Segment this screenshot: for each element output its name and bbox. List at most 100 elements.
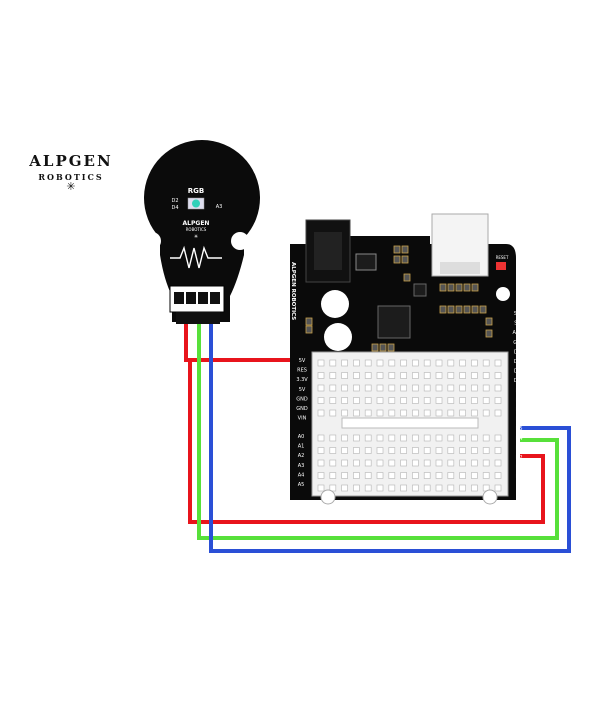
breadboard-hole [388, 434, 396, 442]
breadboard-hole [412, 409, 419, 417]
breadboard-hole [412, 484, 419, 492]
breadboard-hole [471, 484, 478, 492]
smd-component [401, 245, 409, 254]
digital-pin-label: SDA [514, 311, 525, 317]
smd-component [393, 245, 401, 254]
breadboard-hole [376, 434, 384, 442]
digital-pin-label: D3 [515, 445, 522, 451]
smd-component [393, 255, 401, 264]
breadboard-foot-right-icon [482, 489, 498, 505]
dc-jack-inner [314, 232, 342, 270]
smd-component [379, 343, 387, 352]
breadboard-hole [364, 472, 372, 479]
breadboard-hole [447, 472, 455, 479]
breadboard-hole [364, 447, 372, 454]
rgb-sensor-module: RGB D2 D4 A3 ALPGEN ROBOTICS ✳ [143, 140, 260, 324]
breadboard-foot-left-icon [320, 489, 336, 505]
breadboard-hole [341, 372, 348, 379]
breadboard-hole [364, 397, 372, 404]
mount-hole-right-icon [231, 232, 249, 250]
breadboard-hole [341, 459, 348, 467]
breadboard-hole [341, 384, 348, 392]
breadboard-hole [388, 384, 396, 392]
breadboard-hole [376, 447, 384, 454]
breadboard-hole [494, 472, 502, 479]
breadboard-hole [423, 409, 431, 417]
breadboard-hole [364, 409, 372, 417]
breadboard-hole [459, 359, 466, 367]
analog-pin-label: A0 [298, 434, 305, 440]
breadboard-hole [388, 359, 396, 367]
breadboard-holes [317, 359, 502, 492]
digital-pin-label: SCL [514, 321, 524, 327]
capacitor-2-icon [324, 323, 352, 351]
breadboard-hole [388, 484, 396, 492]
breadboard-hole [376, 409, 384, 417]
breadboard-hole [364, 372, 372, 379]
smd-component [471, 283, 479, 292]
digital-pin-label: D5 [515, 426, 522, 432]
breadboard-hole [353, 359, 360, 367]
smd-component [463, 283, 471, 292]
breadboard-hole [400, 372, 407, 379]
digital-pin-label: D13 [514, 349, 524, 355]
sensor-pin-d2: D2 [171, 198, 178, 204]
board-vertical-brand: ALPGEN ROBOTICS [290, 262, 296, 320]
brand-name: ALPGEN [29, 152, 113, 170]
breadboard-hole [423, 447, 431, 454]
breadboard-hole [388, 447, 396, 454]
breadboard-hole [482, 384, 490, 392]
breadboard-hole [400, 484, 407, 492]
breadboard-hole [376, 372, 384, 379]
breadboard-hole [341, 397, 348, 404]
breadboard-hole [341, 409, 348, 417]
wire-green [197, 322, 559, 540]
reset-button[interactable] [496, 262, 506, 270]
breadboard-hole [388, 409, 396, 417]
breadboard-hole [423, 434, 431, 442]
breadboard-hole [388, 472, 396, 479]
breadboard-hole [353, 484, 360, 492]
breadboard-hole [317, 384, 325, 392]
breadboard-hole [482, 447, 490, 454]
wire-red [184, 322, 294, 362]
breadboard-hole [329, 434, 337, 442]
sensor-brand: ALPGEN [183, 220, 210, 227]
smd-component [447, 283, 455, 292]
smd-component [485, 329, 493, 338]
breadboard-hole [494, 359, 502, 367]
breadboard-hole [494, 447, 502, 454]
board-mount-hole-icon [496, 287, 510, 301]
breadboard-channel [341, 417, 479, 429]
breadboard-hole [364, 434, 372, 442]
smd-component [387, 343, 395, 352]
breadboard-hole [376, 359, 384, 367]
digital-pin-label: D11 [514, 369, 524, 375]
brand-subtitle: ROBOTICS [38, 172, 104, 182]
brand-logo: ALPGEN ROBOTICS ✳ [12, 152, 130, 192]
breadboard-hole [317, 397, 325, 404]
breadboard-hole [459, 384, 466, 392]
breadboard-hole [329, 359, 337, 367]
breadboard-hole [482, 359, 490, 367]
breadboard-hole [494, 384, 502, 392]
smd-component [305, 325, 313, 334]
smd-component [463, 305, 471, 314]
breadboard-hole [494, 409, 502, 417]
breadboard-hole [400, 409, 407, 417]
smd-component [401, 255, 409, 264]
breadboard-hole [435, 384, 443, 392]
analog-pin-label: A3 [298, 463, 305, 469]
breadboard-hole [459, 459, 466, 467]
mount-hole-left-icon [143, 232, 161, 250]
digital-pin-label: D9 [515, 388, 522, 394]
breadboard-hole [341, 434, 348, 442]
breadboard-hole [471, 384, 478, 392]
breadboard-hole [329, 447, 337, 454]
breadboard-hole [400, 397, 407, 404]
digital-pin-label: D8 [515, 397, 522, 403]
breadboard-hole [494, 372, 502, 379]
sensor-connector [176, 312, 220, 324]
